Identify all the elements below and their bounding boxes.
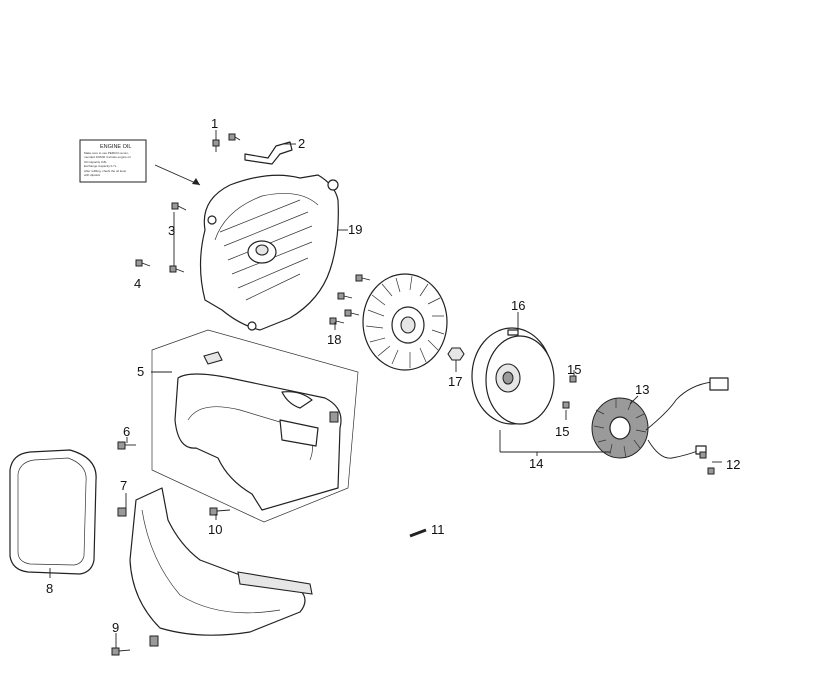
label-card-line: mended 10W40 4-stroke engine oil: [84, 155, 131, 159]
callout-3: 3: [168, 223, 175, 238]
flywheel-part: [471, 327, 555, 425]
label-card-line: Oil Capacity 0.8L: [84, 160, 107, 164]
nut-part: [447, 347, 465, 361]
fan-cover-part: [199, 174, 339, 331]
shroud-group-box: [151, 329, 359, 523]
callout-6: 6: [123, 424, 130, 439]
screws-misc: [111, 441, 427, 656]
callout-labels: 1 2 3 4 5 6 7 8 9 10 11 12 13 14 15 15 1…: [46, 116, 740, 635]
callout-11: 11: [431, 522, 445, 537]
callout-8: 8: [46, 581, 53, 596]
callout-5: 5: [137, 364, 144, 379]
callout-4: 4: [134, 276, 141, 291]
callout-18: 18: [327, 332, 341, 347]
callout-19: 19: [348, 222, 362, 237]
label-card-line: with dipstick: [84, 173, 101, 177]
callout-15b: 15: [555, 424, 569, 439]
engine-oil-label-card: ENGINE OIL Make sure to use PEMCO recom-…: [79, 139, 201, 186]
gasket-part: [9, 449, 97, 575]
callout-14: 14: [529, 456, 543, 471]
lower-shroud-part: [117, 487, 313, 647]
bolts-top: [135, 133, 241, 273]
label-card-line: After refilling, check the oil level: [84, 169, 126, 173]
callout-2: 2: [298, 136, 305, 151]
cooling-fan-part: [329, 273, 448, 371]
callout-12: 12: [726, 457, 740, 472]
callout-17: 17: [448, 374, 462, 389]
label-card-line: Exchange Capacity 0.7L: [84, 164, 117, 168]
label-card-line: Make sure to use PEMCO recom-: [84, 151, 129, 155]
callout-10: 10: [208, 522, 222, 537]
bracket-part: [244, 141, 293, 165]
callout-15a: 15: [567, 362, 581, 377]
label-card-title: ENGINE OIL: [100, 144, 131, 150]
callout-9: 9: [112, 620, 119, 635]
callout-7: 7: [120, 478, 127, 493]
callout-16: 16: [511, 298, 525, 313]
callout-1: 1: [211, 116, 218, 131]
leader-lines: [49, 130, 722, 648]
callout-13: 13: [635, 382, 649, 397]
